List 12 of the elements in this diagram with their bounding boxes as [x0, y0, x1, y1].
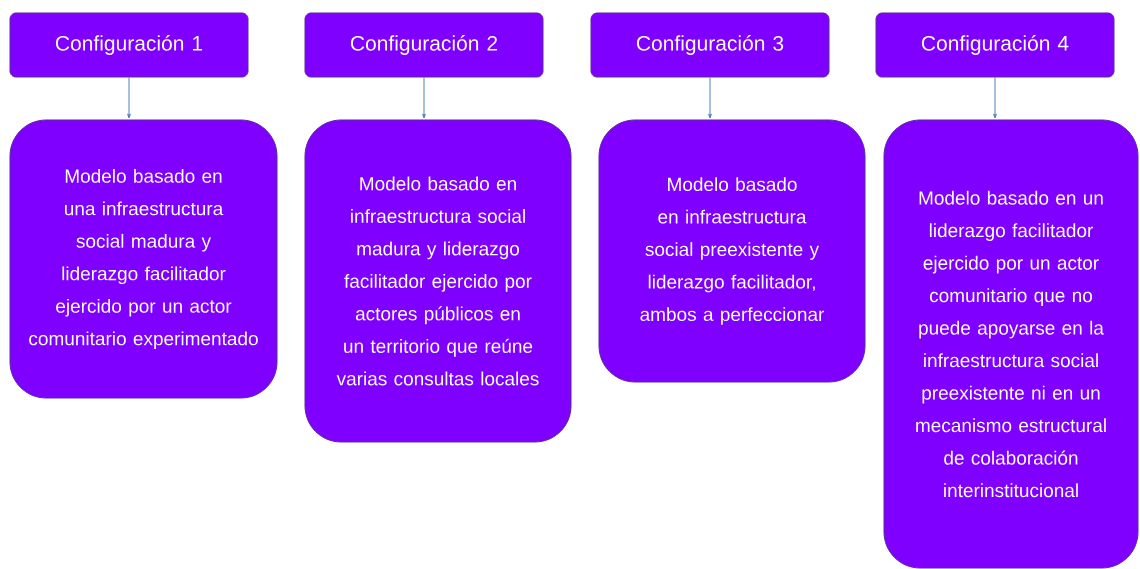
- header-box: Configuración 3: [590, 12, 830, 78]
- description-box: Modelo basado en infraestructura social preexistente y liderazgo facilitador, ambos a perfeccionar: [598, 119, 866, 383]
- arrow: [708, 77, 712, 119]
- description-box: Modelo basado en una infraestructura social madura y liderazgo facilitador ejercido por un actor comunitario experimentado: [9, 119, 278, 399]
- description-box: Modelo basado en infraestructura social madura y liderazgo facilitador ejercido por actores públicos en un territorio que reúne varias consultas locales: [304, 119, 572, 443]
- arrow: [993, 77, 997, 119]
- arrow: [127, 77, 131, 119]
- description-box: Modelo basado en un liderazgo facilitador ejercido por un actor comunitario que no puede apoyarse en la infraestructura social preexistente ni en un mecanismo estructural de colaboración interinstitucional: [883, 119, 1139, 569]
- arrow: [422, 77, 426, 119]
- header-box: Configuración 2: [304, 12, 544, 78]
- header-box: Configuración 1: [9, 12, 249, 78]
- header-box: Configuración 4: [875, 12, 1115, 78]
